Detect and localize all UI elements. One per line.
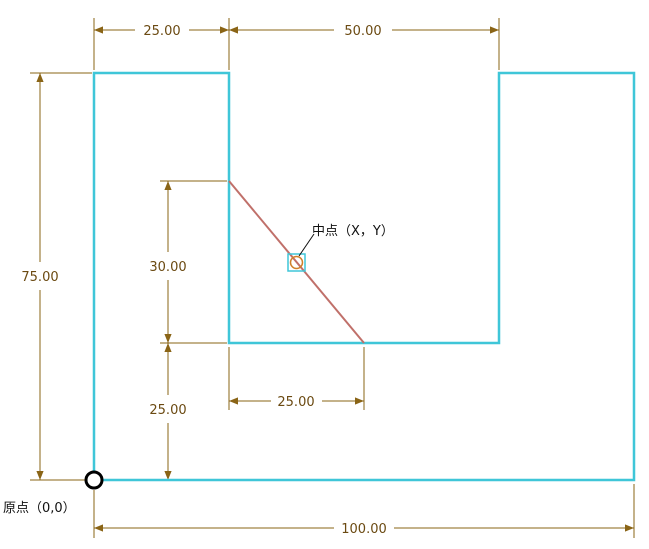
extension-lines xyxy=(30,18,635,538)
origin-circle xyxy=(84,470,104,490)
dim-diag-vert-text: 30.00 xyxy=(149,260,186,275)
midpoint-marker xyxy=(287,233,315,272)
dim-top-slot-text: 50.00 xyxy=(344,24,381,39)
dim-height-text: 75.00 xyxy=(21,270,58,285)
midpoint-leader xyxy=(298,233,315,257)
midpoint-circle xyxy=(289,255,304,270)
midpoint-label: 中点（X，Y） xyxy=(312,224,394,239)
origin-label: 原点（0,0） xyxy=(3,501,76,516)
midpoint-box xyxy=(287,253,306,272)
origin-marker xyxy=(84,470,104,490)
dim-top-left-text: 25.00 xyxy=(143,24,180,39)
dimension-lines xyxy=(36,26,634,532)
u-shape-profile xyxy=(92,71,636,482)
diagonal-line xyxy=(228,180,365,344)
dim-diag-horiz-text: 25.00 xyxy=(277,395,314,410)
dim-total-width-text: 100.00 xyxy=(341,522,387,537)
dim-slot-depth-text: 25.00 xyxy=(149,403,186,418)
